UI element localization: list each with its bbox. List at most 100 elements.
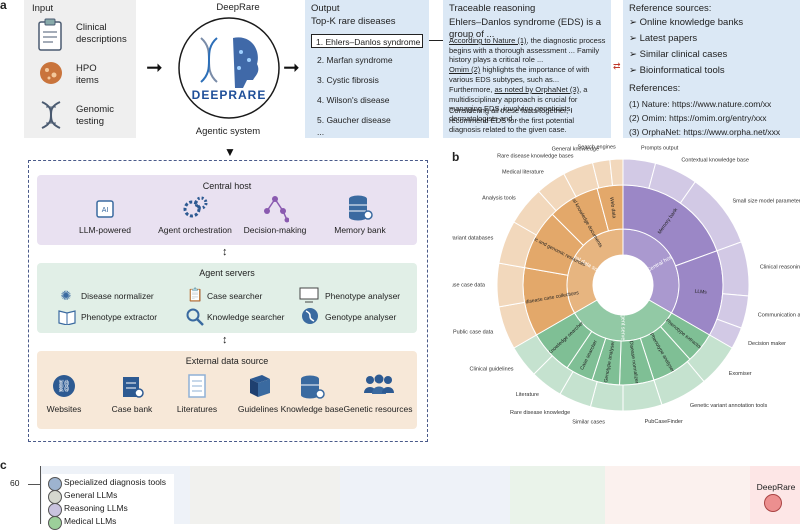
agent-phenotype-extractor: Phenotype extractor [81, 312, 158, 322]
citation-link[interactable]: According to Nature (1) [449, 36, 527, 45]
panel-label-a: a [0, 0, 7, 12]
legend: Specialized diagnosis tools General LLMs… [42, 474, 174, 530]
deeprare-logo [178, 17, 280, 119]
y-axis [40, 466, 41, 524]
dna-icon [41, 101, 61, 129]
reasoning-headline: Ehlers–Danlos syndrome (EDS) is a group … [449, 17, 602, 40]
agent-genotype-analyser: Genotype analyser [325, 312, 397, 322]
gears-icon [183, 196, 208, 218]
reference-source: ➢ Online knowledge banks [629, 17, 744, 28]
references-title: Reference sources: [629, 3, 712, 14]
external-data-lane: External data source ⛓ Websites Case ban… [37, 351, 417, 429]
bg-band [605, 466, 750, 524]
bg-band [510, 466, 605, 524]
knowledge-base-icon [301, 375, 325, 399]
agent-phenotype-analyser: Phenotype analyser [325, 291, 401, 301]
agent-servers-lane: Agent servers ✺ Disease normalizer 📋 Cas… [37, 263, 417, 333]
disease-item[interactable]: 3. Cystic fibrosis [317, 75, 379, 85]
sunburst-middle-label: LLMs [694, 289, 707, 296]
sunburst-outer-label: Communication assistant [758, 312, 800, 318]
agent-disease-normalizer: Disease normalizer [81, 291, 154, 301]
legend-item: Specialized diagnosis tools [64, 477, 167, 487]
literature-icon [188, 374, 206, 398]
bg-band [190, 466, 340, 524]
reference-url[interactable]: (3) OrphaNet: https://www.orpha.net/xxx [629, 127, 781, 137]
disease-item[interactable]: 5. Gaucher disease [317, 115, 391, 125]
deeprare-marker [764, 494, 782, 512]
citation-link[interactable]: as noted by OrphaNet (3) [494, 85, 580, 94]
legend-item: General LLMs [64, 490, 118, 500]
arrow-down-icon: ▼ [224, 145, 236, 159]
deeprare-wordmark: DEEPRARE [191, 88, 267, 102]
sunburst-inner-label: Agent servers [620, 311, 626, 345]
legend-marker [48, 477, 62, 491]
case-bank-icon [123, 377, 144, 398]
reasoning-box: Traceable reasoning Ehlers–Danlos syndro… [443, 0, 611, 138]
external-data-title: External data source [185, 356, 269, 366]
references-list-title: References: [629, 83, 681, 94]
svg-text:AI: AI [102, 207, 109, 214]
reasoning-paragraph-2: Omim (2) highlights the importance of wi… [449, 65, 590, 84]
virus-icon: ✺ [60, 288, 72, 303]
sunburst-outer-segment [496, 262, 526, 308]
sunburst-outer-label: Search engines [578, 145, 616, 151]
central-host-lane: Central host AI LLM-powered Agent orches… [37, 175, 417, 245]
database-icon [349, 195, 373, 221]
external-knowledge-base: Knowledge base [280, 404, 344, 414]
y-tick-label: 60 [10, 478, 20, 488]
input-item-clinical: Clinical descriptions [76, 22, 127, 45]
input-box: Input Clinical descriptions HPO items Ge… [24, 0, 136, 138]
monitor-icon [299, 287, 319, 303]
external-websites: Websites [46, 404, 82, 414]
sunburst-outer-label: Contextual knowledge base [681, 157, 749, 163]
sunburst-outer-label: Decision maker [748, 341, 786, 347]
sunburst-outer-label: Public case data [453, 330, 494, 336]
sunburst-outer-label: Small size model parameters [732, 198, 800, 204]
clipboard-icon [38, 18, 62, 51]
sunburst-outer-label: Clinical guidelines [469, 366, 513, 372]
ai-chip-icon: AI [96, 200, 114, 218]
central-item-llm: LLM-powered [79, 225, 131, 235]
bidirectional-arrow-icon: ↕ [222, 246, 228, 258]
reasoning-paragraph-3: Furthermore, as noted by OrphaNet (3), a… [449, 85, 588, 123]
sunburst-outer-label: In-house case data [452, 282, 486, 288]
panel-label-c: c [0, 458, 7, 472]
sunburst-outer-label: General knowledge [552, 147, 599, 153]
agent-servers-title: Agent servers [199, 268, 255, 278]
input-item-genomic: Genomic testing [76, 104, 115, 127]
legend-item: Reasoning LLMs [64, 503, 128, 513]
sunburst-outer-label: PubCaseFinder [645, 419, 683, 425]
input-item-hpo: HPO items [76, 63, 99, 86]
reasoning-paragraph-1: According to Nature (1), the diagnostic … [449, 36, 606, 64]
sunburst-outer-label: Exomiser [729, 371, 752, 377]
references-box: Reference sources: ➢ Online knowledge ba… [623, 0, 800, 138]
sunburst-outer-label: Analysis tools [482, 196, 516, 202]
central-host-title: Central host [202, 181, 252, 191]
book-icon [58, 310, 76, 325]
reasoning-paragraph-4: Considering all these facts together, I … [449, 106, 575, 134]
agent-knowledge-searcher: Knowledge searcher [207, 312, 285, 322]
arrow-right-icon: ➞ [283, 57, 300, 79]
sunburst-outer-label: Similar cases [572, 419, 605, 425]
disease-item-more: ... [317, 127, 325, 137]
disease-item[interactable]: 2. Marfan syndrome [317, 55, 393, 65]
deeprare-label: DeepRare [756, 482, 796, 492]
legend-marker [48, 490, 62, 504]
reference-url[interactable]: (2) Omim: https://omim.org/entry/xxx [629, 113, 767, 123]
clipboard-icon: 📋 [187, 287, 204, 302]
magnifier-icon [186, 308, 204, 326]
people-icon [364, 374, 394, 394]
hpo-icon [40, 62, 62, 84]
disease-item[interactable]: 4. Wilson's disease [317, 95, 390, 105]
reference-url[interactable]: (1) Nature: https://www.nature.com/xx [629, 99, 772, 109]
external-genetic-resources: Genetic resources [343, 404, 413, 414]
legend-marker [48, 516, 62, 530]
output-title: Output [311, 3, 340, 14]
citation-link[interactable]: Omim (2) [449, 65, 481, 74]
decision-tree-icon [264, 196, 289, 223]
central-item-decision: Decision-making [243, 225, 307, 235]
external-case-bank: Case bank [111, 404, 153, 414]
external-literatures: Literatures [176, 404, 218, 414]
disease-item-selected[interactable]: 1. Ehlers–Danlos syndrome [311, 34, 423, 48]
